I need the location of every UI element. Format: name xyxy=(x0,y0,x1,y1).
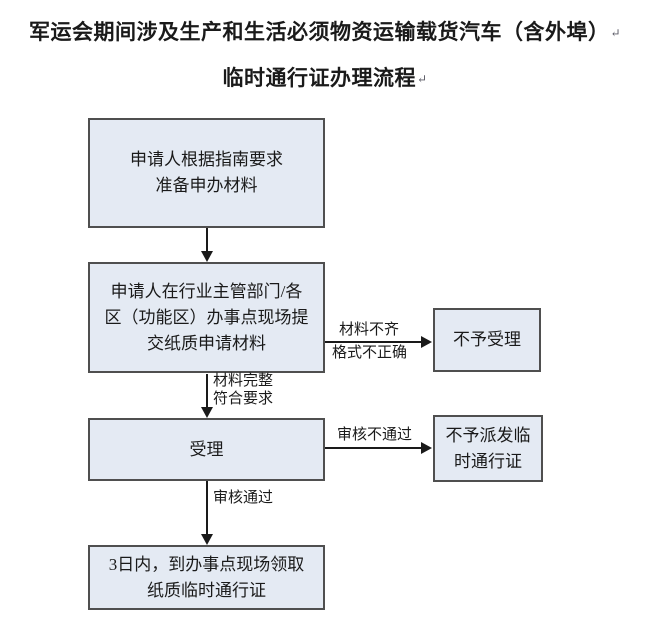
flow-box-collect-pass: 3日内，到办事点现场领取 纸质临时通行证 xyxy=(88,545,325,610)
connector-step1-step2 xyxy=(206,228,208,252)
document-title-line1: 军运会期间涉及生产和生活必须物资运输载货汽车（含外埠）↵ xyxy=(0,16,650,46)
arrowhead-right-icon xyxy=(421,336,432,348)
flow-box-submit-materials: 申请人在行业主管部门/各 区（功能区）办事点现场提 交纸质申请材料 xyxy=(88,262,325,373)
arrowhead-down-icon xyxy=(201,407,213,418)
connector-step2-step3 xyxy=(206,374,208,408)
connector-step3-step4 xyxy=(206,481,208,535)
flow-box-prepare-materials: 申请人根据指南要求 准备申办材料 xyxy=(88,118,325,228)
document-title-line2: 临时通行证办理流程↵ xyxy=(0,62,650,92)
flow-box-accept: 受理 xyxy=(88,418,325,481)
flow-box-no-pass-issued: 不予派发临 时通行证 xyxy=(433,415,543,482)
edge-label-review-pass: 审核通过 xyxy=(213,490,274,506)
edge-label-materials-incomplete: 材料不齐 xyxy=(339,322,400,338)
connector-step3-reject2 xyxy=(325,447,422,449)
title-text-line1: 军运会期间涉及生产和生活必须物资运输载货汽车（含外埠） xyxy=(28,20,610,44)
flow-box-not-accepted: 不予受理 xyxy=(433,308,541,372)
paragraph-return-mark: ↵ xyxy=(610,26,622,40)
paragraph-return-mark: ↵ xyxy=(416,72,428,86)
connector-step2-reject1 xyxy=(325,341,422,343)
edge-label-review-fail: 审核不通过 xyxy=(337,427,413,443)
arrowhead-down-icon xyxy=(201,251,213,262)
arrowhead-down-icon xyxy=(201,534,213,545)
title-text-line2: 临时通行证办理流程 xyxy=(222,66,416,90)
edge-label-materials-complete: 材料完整 符合要求 xyxy=(213,373,274,407)
arrowhead-right-icon xyxy=(421,442,432,454)
edge-label-format-incorrect: 格式不正确 xyxy=(332,345,408,361)
